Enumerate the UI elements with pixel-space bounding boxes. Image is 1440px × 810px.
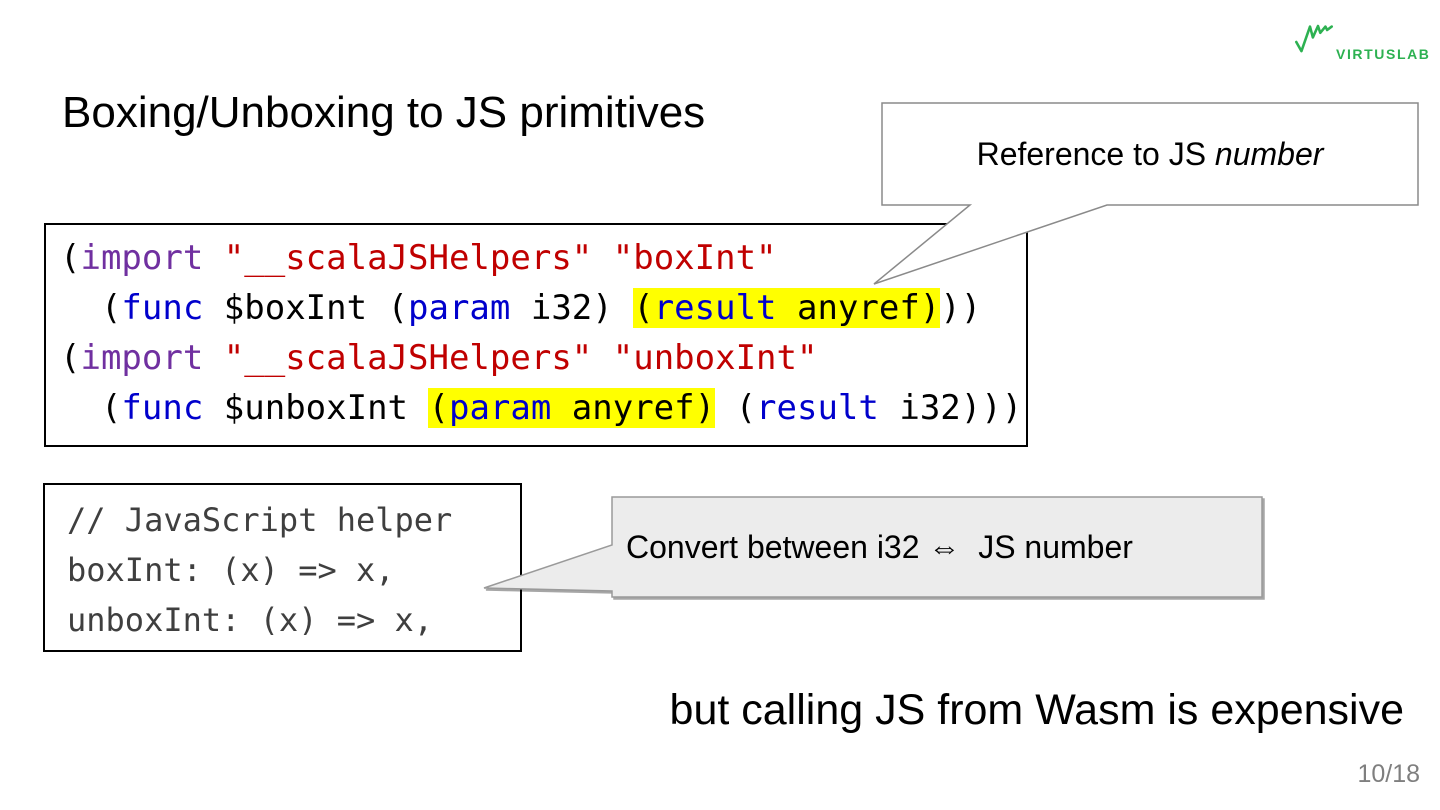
convert-callout-label: Convert between i32 ⇔ JS number (612, 497, 1262, 597)
code-token: $unboxInt (203, 388, 429, 428)
highlighted-code-token: param (448, 388, 552, 428)
code-line: (import "__scalaJSHelpers" "unboxInt" (60, 333, 1026, 383)
code-token: )) (940, 288, 982, 328)
code-line: // JavaScript helper (67, 495, 520, 545)
js-helper-code-box: // JavaScript helper boxInt: (x) => x, unb… (43, 483, 522, 652)
wat-import-code-box: (import "__scalaJSHelpers" "boxInt" (fun… (44, 223, 1028, 447)
code-token: func (121, 288, 204, 328)
highlighted-code-token: ( (428, 388, 449, 428)
convert-callout-text: Convert between i32 ⇔ JS number (626, 528, 1133, 565)
code-line: boxInt: (x) => x, (67, 545, 520, 595)
code-token: unboxInt: (x) => x, (67, 601, 434, 639)
highlighted-code-token: result (653, 288, 777, 328)
highlighted-code-token: anyref) (776, 288, 941, 328)
reference-callout-label: Reference to JS number (882, 103, 1418, 205)
wat-import-code: (import "__scalaJSHelpers" "boxInt" (fun… (46, 225, 1026, 433)
code-line: (func $boxInt (param i32) (result anyref… (60, 283, 1026, 333)
code-token: param (408, 288, 511, 328)
code-token (203, 238, 223, 278)
reference-callout-emphasis: number (1214, 135, 1324, 172)
code-token: // JavaScript helper (67, 501, 453, 539)
highlighted-code-token: anyref) (551, 388, 716, 428)
code-token: boxInt: (x) => x, (67, 551, 395, 589)
code-token: import (80, 238, 204, 278)
highlighted-code-token: ( (633, 288, 654, 328)
code-token: i32) (510, 288, 634, 328)
reference-callout-prefix: Reference to JS (976, 135, 1215, 172)
slide-title: Boxing/Unboxing to JS primitives (62, 88, 706, 137)
code-token: func (121, 388, 204, 428)
code-line: (import "__scalaJSHelpers" "boxInt" (60, 233, 1026, 283)
virtuslab-logo-text: VIRTUSLAB (1336, 46, 1431, 62)
code-token: ( (60, 288, 122, 328)
code-token: i32))) (878, 388, 1023, 428)
bottom-note: but calling JS from Wasm is expensive (669, 686, 1404, 734)
page-number: 10/18 (1357, 760, 1420, 788)
code-line: unboxInt: (x) => x, (67, 595, 520, 645)
code-token: ( (60, 238, 81, 278)
js-helper-code: // JavaScript helper boxInt: (x) => x, unb… (45, 485, 520, 645)
code-token: import (80, 338, 204, 378)
code-token (592, 338, 612, 378)
code-token: "__scalaJSHelpers" (223, 338, 593, 378)
virtuslab-logo: VIRTUSLAB (1294, 10, 1434, 72)
code-token (592, 238, 612, 278)
code-token: "boxInt" (612, 238, 777, 278)
code-token: ( (715, 388, 757, 428)
code-line: (func $unboxInt (param anyref) (result i… (60, 383, 1026, 433)
code-token: "unboxInt" (612, 338, 818, 378)
code-token: ( (60, 338, 81, 378)
code-token: "__scalaJSHelpers" (223, 238, 593, 278)
code-token: $boxInt ( (203, 288, 409, 328)
code-token: result (756, 388, 879, 428)
code-token (203, 338, 223, 378)
virtuslab-logo-mark-icon (1295, 24, 1333, 53)
code-token: ( (60, 388, 122, 428)
